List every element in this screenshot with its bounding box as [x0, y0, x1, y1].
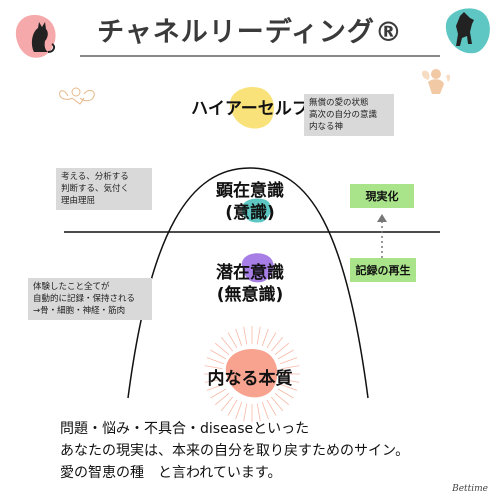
ray [210, 349, 227, 360]
ray [227, 399, 238, 416]
ray [210, 388, 227, 399]
ray [204, 378, 223, 383]
ray [220, 336, 234, 352]
ray [280, 383, 298, 391]
ray [270, 336, 284, 352]
note-line: 体験したこと全てが [33, 282, 110, 292]
higher-self-label: ハイアーセルフ [191, 99, 309, 119]
conscious-note: 考える、分析する 判断する、気付く 理由理屈 [56, 168, 152, 210]
title-underline [80, 55, 440, 57]
message-line: 愛の智恵の種 と言われています。 [60, 465, 282, 481]
ray [235, 328, 243, 346]
ray [204, 365, 223, 370]
true-self-label: 内なる本質 [207, 369, 293, 389]
ray [214, 342, 230, 356]
cat-icon [15, 14, 56, 58]
ray [266, 399, 277, 416]
page-title: チャネルリーディング® [97, 17, 403, 48]
note-line: 理由理屈 [61, 196, 96, 206]
label-line: (意識) [225, 203, 275, 223]
label-line: 顕在意識 [216, 181, 284, 201]
ray [274, 392, 290, 406]
note-line: →骨・細胞・神経・筋肉 [33, 306, 126, 316]
signature: Bettime [452, 484, 488, 494]
ray [281, 378, 300, 383]
ray [214, 392, 230, 406]
ray [220, 396, 234, 412]
label-line: (無意識) [216, 285, 284, 305]
note-line: 自動的に記録・保持される [33, 294, 136, 304]
radiant-blob [204, 326, 300, 422]
note-line: 高次の自分の意識 [309, 110, 378, 120]
ray [280, 357, 298, 365]
yellow-blob [229, 86, 275, 129]
ray [274, 342, 290, 356]
note-line: 考える、分析する [61, 172, 129, 182]
angel-icon [421, 69, 451, 94]
ray [261, 402, 269, 420]
teal-blob [241, 198, 271, 223]
realization-label: 現実化 [350, 184, 414, 208]
ray [243, 403, 248, 422]
ray [261, 328, 269, 346]
message-line: 問題・悩み・不具合・diseaseといった [60, 421, 310, 437]
ray [270, 396, 284, 412]
message-text: 問題・悩み・不具合・diseaseといった あなたの現実は、本来の自分を取り戻す… [60, 418, 480, 484]
subconscious-note: 体験したこと全てが 自動的に記録・保持される →骨・細胞・神経・筋肉 [28, 278, 152, 320]
arrow-head [377, 214, 387, 222]
ray [227, 332, 238, 349]
ray [235, 402, 243, 420]
ray [281, 365, 300, 370]
purple-blob [241, 253, 274, 283]
dog-icon [445, 8, 490, 54]
replay-label: 記録の再生 [350, 258, 416, 282]
conscious-label: 顕在意識 (意識) [190, 180, 310, 224]
angel-icon [59, 87, 95, 105]
ray [206, 383, 224, 391]
higher-self-note: 無償の愛の状態 高次の自分の意識 内なる神 [304, 94, 394, 136]
ray [256, 326, 261, 345]
ray [256, 403, 261, 422]
label-line: 潜在意識 [216, 263, 284, 283]
note-line: 判断する、気付く [61, 184, 130, 194]
ray [243, 326, 248, 345]
ray [266, 332, 277, 349]
ray [206, 357, 224, 365]
note-line: 無償の愛の状態 [309, 98, 369, 108]
subconscious-label: 潜在意識 (無意識) [190, 262, 310, 306]
ray [277, 349, 294, 360]
note-line: 内なる神 [309, 122, 344, 132]
ray [277, 388, 294, 399]
message-line: あなたの現実は、本来の自分を取り戻すためのサイン。 [60, 443, 410, 459]
